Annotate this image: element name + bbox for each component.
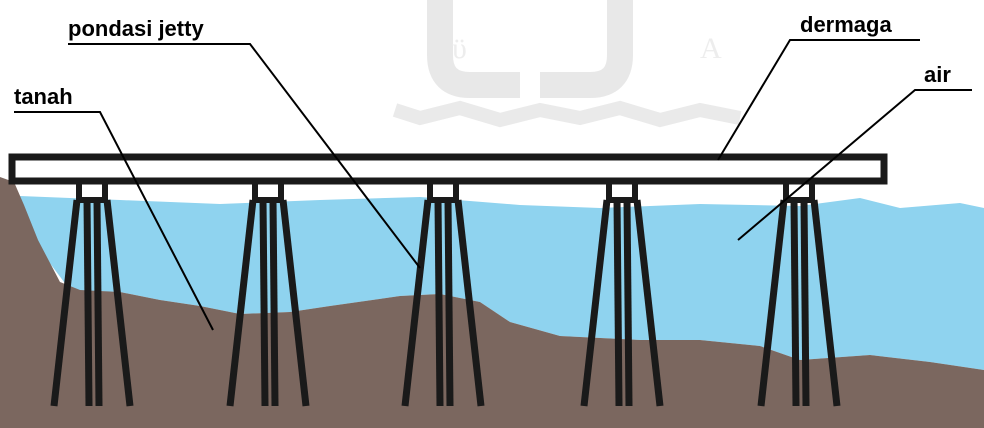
vertical-pile-left <box>259 199 269 407</box>
vertical-pile-left <box>83 199 93 407</box>
raking-pile-right <box>810 199 841 407</box>
vertical-pile-right <box>444 199 454 407</box>
pondasi-jetty-leader <box>68 43 421 269</box>
raking-pile-right <box>279 199 310 407</box>
label-dermaga: dermaga <box>800 12 892 37</box>
deck-inner-stripe <box>18 166 878 171</box>
svg-text:ϋ: ϋ <box>452 32 467 65</box>
raking-pile-left <box>757 199 788 407</box>
vertical-pile-right <box>800 199 810 407</box>
vertical-pile-right <box>269 199 279 407</box>
pile-group <box>226 178 310 407</box>
vertical-pile-left <box>434 199 444 407</box>
label-tanah: tanah <box>14 84 73 109</box>
raking-pile-left <box>50 199 81 407</box>
vertical-pile-right <box>93 199 103 407</box>
label-air: air <box>924 62 951 87</box>
raking-pile-right <box>454 199 485 407</box>
ground-area <box>0 177 984 428</box>
pile-groups <box>50 178 841 407</box>
tanah-leader <box>14 111 214 331</box>
vertical-pile-left <box>790 199 800 407</box>
watermark-emblem: ϋ A <box>392 0 742 128</box>
svg-text:A: A <box>700 32 722 65</box>
raking-pile-left <box>226 199 257 407</box>
leader-lines <box>14 39 972 331</box>
dermaga-leader <box>717 39 920 161</box>
label-pondasi-jetty: pondasi jetty <box>68 16 204 41</box>
raking-pile-right <box>103 199 134 407</box>
vertical-pile-right <box>623 199 633 407</box>
pile-group <box>580 178 664 407</box>
air-leader <box>737 89 972 241</box>
raking-pile-left <box>401 199 432 407</box>
deck <box>8 153 888 185</box>
raking-pile-left <box>580 199 611 407</box>
pile-group <box>401 178 485 407</box>
pile-group <box>757 178 841 407</box>
vertical-pile-left <box>613 199 623 407</box>
raking-pile-right <box>633 199 664 407</box>
